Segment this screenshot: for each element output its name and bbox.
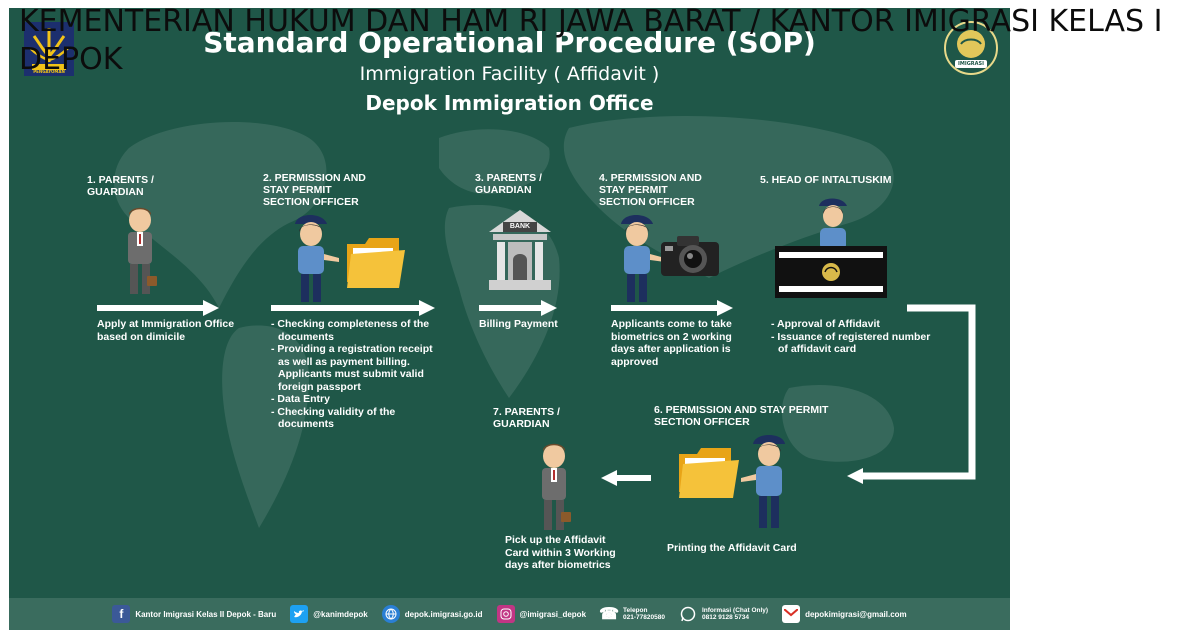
flow-connector-5-to-6-icon: [847, 304, 976, 484]
flow-arrow-3-icon: [479, 300, 557, 316]
footer-chat-label: Informasi (Chat Only): [701, 607, 769, 614]
footer-website[interactable]: depok.imigrasi.go.id: [381, 605, 483, 623]
twitter-icon: [290, 605, 309, 623]
guardian-man-figure-icon: [542, 443, 571, 530]
guardian-man-figure-icon: [128, 207, 157, 294]
footer-email-text: depokimigrasi@gmail.com: [805, 609, 907, 619]
bank-building-icon: [489, 210, 551, 290]
footer-chat-number: 0812 9128 5734: [701, 614, 749, 621]
footer-chat-block: Informasi (Chat Only) 0812 9128 5734: [702, 607, 768, 621]
flow-arrow-6-icon: [601, 470, 651, 486]
camera-icon: [661, 236, 719, 276]
footer-twitter[interactable]: @kanimdepok: [290, 605, 368, 623]
globe-icon: [381, 605, 400, 623]
logo-right-label: IMIGRASI: [958, 61, 984, 67]
step-4-description: Applicants come to take biometrics on 2 …: [611, 318, 732, 368]
flow-arrow-4-icon: [611, 300, 733, 316]
poster-office-name: Depok Immigration Office: [365, 91, 654, 115]
immigration-officer-figure-icon: [741, 435, 785, 528]
footer-twitter-text: @kanimdepok: [313, 609, 368, 619]
step-1-title: 1. PARENTS / GUARDIAN: [87, 174, 154, 198]
logo-left-label: PENGAYOMAN: [33, 69, 65, 74]
footer-phone-block: Telepon 021-77820580: [623, 607, 665, 621]
footer-phone[interactable]: ☎ Telepon 021-77820580: [599, 605, 665, 623]
footer-facebook-text: Kantor Imigrasi Kelas II Depok - Baru: [135, 609, 277, 619]
step-2-item: Providing a registration receipt as well…: [271, 343, 443, 393]
immigration-officer-figure-icon: [295, 215, 339, 302]
step-5-description: Approval of Affidavit Issuance of regist…: [771, 318, 941, 356]
pengayoman-logo-icon: [24, 22, 74, 76]
footer-contact-bar: f Kantor Imigrasi Kelas II Depok - Baru …: [9, 598, 1010, 630]
immigration-head-figure-icon: [819, 198, 847, 250]
poster-title: Standard Operational Procedure (SOP): [203, 26, 816, 59]
bank-label: BANK: [509, 223, 531, 230]
step-6-title: 6. PERMISSION AND STAY PERMIT SECTION OF…: [654, 404, 829, 428]
step-6-description: Printing the Affidavit Card: [667, 542, 797, 554]
flow-arrow-1-icon: [97, 300, 219, 316]
footer-phone-number: 021-77820580: [623, 614, 665, 621]
step-2-item: Checking completeness of the documents: [271, 318, 443, 343]
flow-arrow-2-icon: [271, 300, 435, 316]
footer-phone-label: Telepon: [623, 607, 648, 614]
footer-facebook[interactable]: f Kantor Imigrasi Kelas II Depok - Baru: [112, 605, 276, 623]
footer-email[interactable]: depokimigrasi@gmail.com: [782, 605, 907, 623]
step-2-item: Data Entry: [271, 393, 443, 406]
telephone-icon: ☎: [599, 606, 619, 623]
document-folder-icon: [679, 448, 739, 498]
step-7-title: 7. PARENTS / GUARDIAN: [493, 406, 560, 430]
instagram-icon: [496, 605, 515, 623]
step-5-item: Issuance of registered number of affidav…: [771, 331, 941, 356]
immigration-officer-figure-icon: [621, 215, 665, 302]
step-4-title: 4. PERMISSION AND STAY PERMIT SECTION OF…: [599, 172, 702, 208]
poster-subtitle: Immigration Facility ( Affidavit ): [359, 63, 660, 85]
step-1-description: Apply at Immigration Office based on dim…: [97, 318, 235, 343]
step-7-description: Pick up the Affidavit Card within 3 Work…: [505, 534, 616, 571]
footer-instagram-text: @imigrasi_depok: [519, 609, 587, 619]
step-2-item: Checking validity of the documents: [271, 406, 443, 431]
page-overlay-header: KEMENTERIAN HUKUM DAN HAM RI JAWA BARAT …: [19, 4, 1163, 77]
mail-icon: [782, 605, 801, 623]
whatsapp-icon: [679, 605, 697, 623]
step-3-description: Billing Payment: [479, 318, 558, 330]
footer-website-text: depok.imigrasi.go.id: [404, 609, 483, 619]
sop-poster: PENGAYOMAN IMIGRASI Standard Operational…: [9, 8, 1010, 630]
step-5-item: Approval of Affidavit: [771, 318, 941, 331]
desk-with-emblem-icon: [775, 246, 887, 298]
facebook-icon: f: [112, 605, 131, 623]
step-2-title: 2. PERMISSION AND STAY PERMIT SECTION OF…: [263, 172, 366, 208]
footer-whatsapp[interactable]: Informasi (Chat Only) 0812 9128 5734: [679, 605, 768, 623]
step-2-description: Checking completeness of the documents P…: [271, 318, 443, 431]
step-3-title: 3. PARENTS / GUARDIAN: [475, 172, 542, 196]
footer-instagram[interactable]: @imigrasi_depok: [496, 605, 587, 623]
step-5-title: 5. HEAD OF INTALTUSKIM: [760, 174, 892, 186]
imigrasi-logo-icon: [944, 21, 998, 75]
document-folder-icon: [347, 238, 405, 288]
